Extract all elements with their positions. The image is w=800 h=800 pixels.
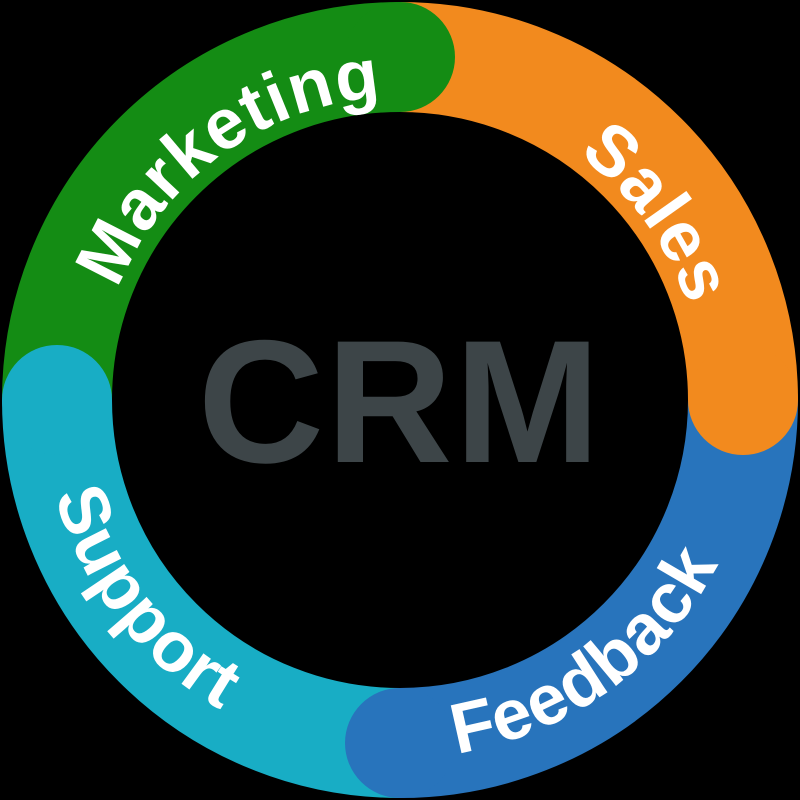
- sales-arc-round-cap: [688, 345, 798, 455]
- support-arc-round-cap: [2, 345, 112, 455]
- crm-center-label: CRM: [198, 305, 603, 500]
- sales-arc: [399, 2, 798, 401]
- feedback-arc: [399, 399, 798, 798]
- marketing-arc-round-cap: [345, 2, 455, 112]
- marketing-arc: [2, 2, 401, 401]
- support-arc: [2, 399, 401, 798]
- feedback-arc-round-cap: [345, 688, 455, 798]
